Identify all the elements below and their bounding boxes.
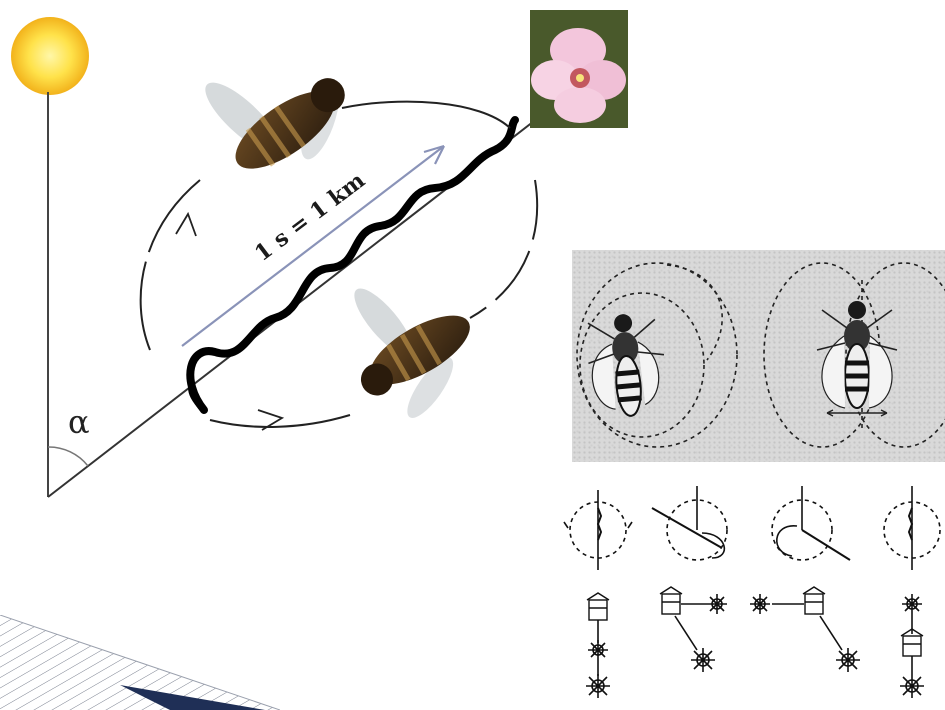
direction-panel	[652, 486, 727, 672]
flower-icon	[588, 640, 608, 660]
sun-symbol-icon	[836, 648, 860, 672]
waggle-dance-diagram: α 1 s = 1 km	[0, 0, 640, 520]
sun-symbol-icon	[900, 674, 924, 698]
angle-arc	[48, 447, 88, 466]
waggle-return-start	[192, 385, 204, 410]
hive-icon	[660, 587, 682, 614]
direction-diagram-row	[540, 478, 945, 710]
loop-arrow-left	[176, 214, 196, 236]
return-loop-left	[141, 180, 200, 350]
flower-icon	[707, 594, 727, 614]
decorative-stripes	[0, 615, 280, 710]
honeybee-photo	[318, 247, 500, 439]
return-loop-right	[470, 180, 537, 318]
direction-panel	[884, 486, 940, 698]
dance-pattern-drawing	[572, 250, 945, 462]
hive-icon	[803, 587, 825, 614]
flower-photo	[530, 10, 628, 128]
sun-icon	[11, 17, 89, 95]
return-loop-top	[342, 102, 510, 128]
sun-symbol-icon	[586, 674, 610, 698]
flower-icon	[750, 594, 770, 614]
hive-icon	[587, 593, 609, 620]
dance-pattern-photo	[572, 250, 945, 462]
direction-panel	[564, 490, 632, 698]
direction-panel	[750, 486, 860, 672]
distance-arrow	[182, 146, 444, 346]
flower-icon	[902, 594, 922, 614]
sun-symbol-icon	[691, 648, 715, 672]
angle-label: α	[68, 403, 90, 441]
